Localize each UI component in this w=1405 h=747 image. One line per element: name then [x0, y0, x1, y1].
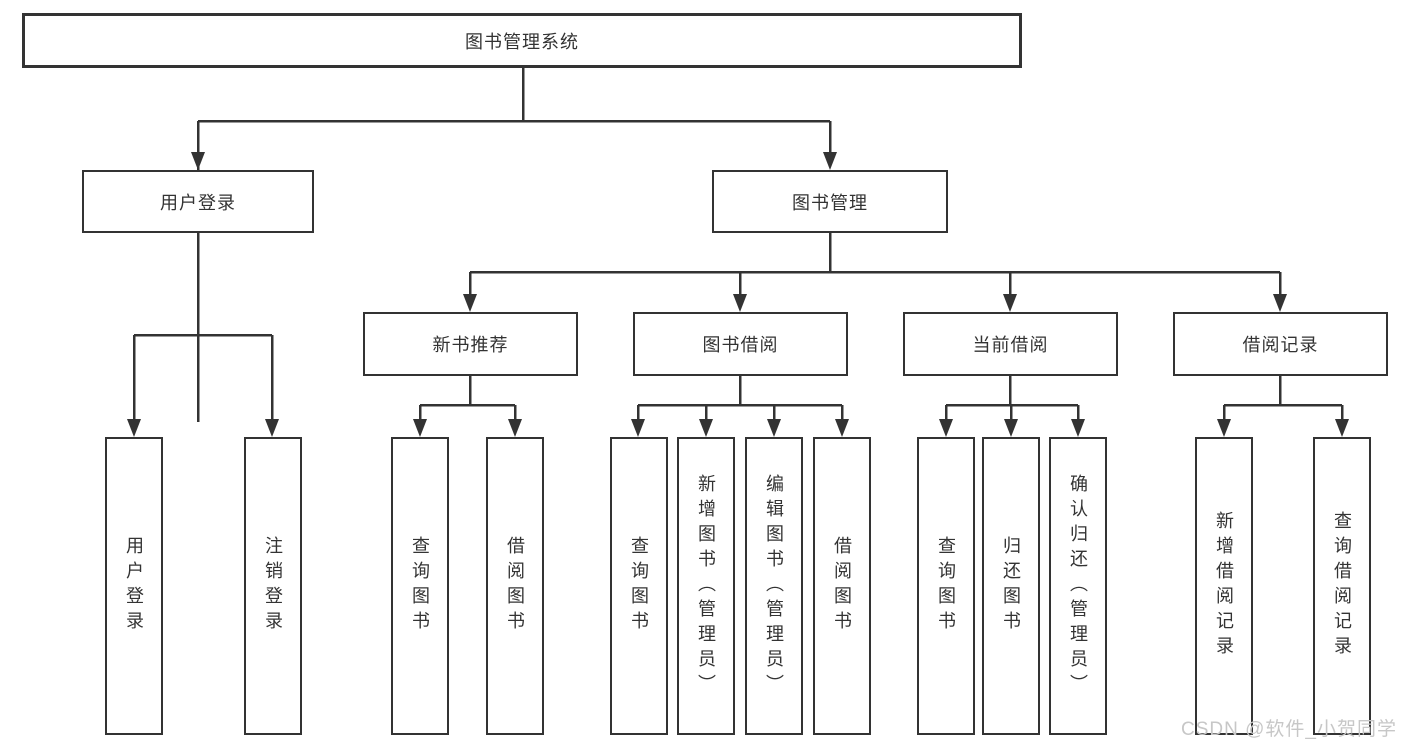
arrowhead-leaf-bor-edit	[767, 419, 781, 437]
leaf-records-query-borrow-record: 查询借阅记录	[1313, 437, 1371, 735]
arrowhead-leaf-user-login	[127, 419, 141, 437]
leaf-recommend-query-books: 查询图书	[391, 437, 449, 735]
connector-borrow-to-leaves	[636, 376, 844, 422]
node-label: 借阅记录	[1242, 335, 1319, 355]
node-label: 图书管理	[792, 192, 868, 213]
leaf-recommend-borrow-books: 借阅图书	[486, 437, 544, 735]
leaf-current-confirm-return-admin: 确认归还（管理员）	[1049, 437, 1107, 735]
arrowhead-book-borrow	[733, 294, 747, 312]
leaf-borrow-edit-books-admin: 编辑图书（管理员）	[745, 437, 803, 735]
node-label: 图书借阅	[702, 335, 779, 355]
leaf-label: 注销登录	[263, 536, 283, 636]
connector-branches	[132, 233, 1344, 422]
node-borrow-records: 借阅记录	[1173, 312, 1388, 376]
connector-root-to-level2	[196, 68, 832, 422]
leaf-borrow-borrow-books: 借阅图书	[813, 437, 871, 735]
leaf-current-return-books: 归还图书	[982, 437, 1040, 735]
node-user-login: 用户登录	[82, 170, 314, 233]
arrowheads	[127, 152, 1349, 437]
connector-user-to-leaves	[132, 233, 274, 422]
arrowhead-new-book-recommend	[463, 294, 477, 312]
leaf-label: 新增图书（管理员）	[696, 473, 716, 699]
arrowhead-user-login	[191, 152, 205, 170]
leaf-label: 查询图书	[936, 536, 956, 636]
node-label: 当前借阅	[972, 335, 1049, 355]
connector-records-to-leaves	[1222, 376, 1344, 422]
connector-recommend-to-leaves	[418, 376, 517, 422]
node-book-borrow: 图书借阅	[633, 312, 848, 376]
arrowhead-borrow-records	[1273, 294, 1287, 312]
node-library-system: 图书管理系统	[22, 13, 1022, 68]
arrowhead-current-borrow	[1003, 294, 1017, 312]
arrowhead-leaf-cur-confirm	[1071, 419, 1085, 437]
arrowhead-leaf-cur-return	[1004, 419, 1018, 437]
leaf-user-login: 用户登录	[105, 437, 163, 735]
leaf-label: 借阅图书	[832, 536, 852, 636]
leaf-borrow-add-books-admin: 新增图书（管理员）	[677, 437, 735, 735]
leaf-borrow-query-books: 查询图书	[610, 437, 668, 735]
node-new-book-recommend: 新书推荐	[363, 312, 578, 376]
connector-book-to-level3	[468, 233, 1282, 297]
connector-current-to-leaves	[944, 376, 1080, 422]
leaf-label: 借阅图书	[505, 536, 525, 636]
leaf-label: 归还图书	[1001, 536, 1021, 636]
leaf-logout: 注销登录	[244, 437, 302, 735]
leaf-label: 查询图书	[410, 536, 430, 636]
arrowhead-leaf-logout	[265, 419, 279, 437]
arrowhead-leaf-recd-query	[1335, 419, 1349, 437]
connector-strokes	[196, 68, 832, 422]
leaf-label: 新增借阅记录	[1214, 511, 1234, 661]
arrowhead-book-management	[823, 152, 837, 170]
watermark: CSDN @软件_小贺同学	[1181, 719, 1397, 740]
arrowhead-leaf-cur-query	[939, 419, 953, 437]
leaf-label: 查询借阅记录	[1332, 511, 1352, 661]
arrowhead-leaf-bor-add	[699, 419, 713, 437]
leaf-label: 查询图书	[629, 536, 649, 636]
node-current-borrow: 当前借阅	[903, 312, 1118, 376]
arrowhead-leaf-recd-add	[1217, 419, 1231, 437]
leaf-label: 编辑图书（管理员）	[764, 473, 784, 699]
node-label: 图书管理系统	[465, 31, 579, 52]
leaf-label: 用户登录	[124, 536, 144, 636]
node-label: 用户登录	[160, 192, 236, 213]
arrowhead-leaf-rec-borrow	[508, 419, 522, 437]
arrowhead-leaf-rec-query	[413, 419, 427, 437]
node-book-management: 图书管理	[712, 170, 948, 233]
arrowhead-leaf-bor-query	[631, 419, 645, 437]
arrowhead-leaf-bor-borrow	[835, 419, 849, 437]
leaf-label: 确认归还（管理员）	[1068, 473, 1088, 699]
leaf-records-add-borrow-record: 新增借阅记录	[1195, 437, 1253, 735]
node-label: 新书推荐	[432, 335, 509, 355]
leaf-current-query-books: 查询图书	[917, 437, 975, 735]
